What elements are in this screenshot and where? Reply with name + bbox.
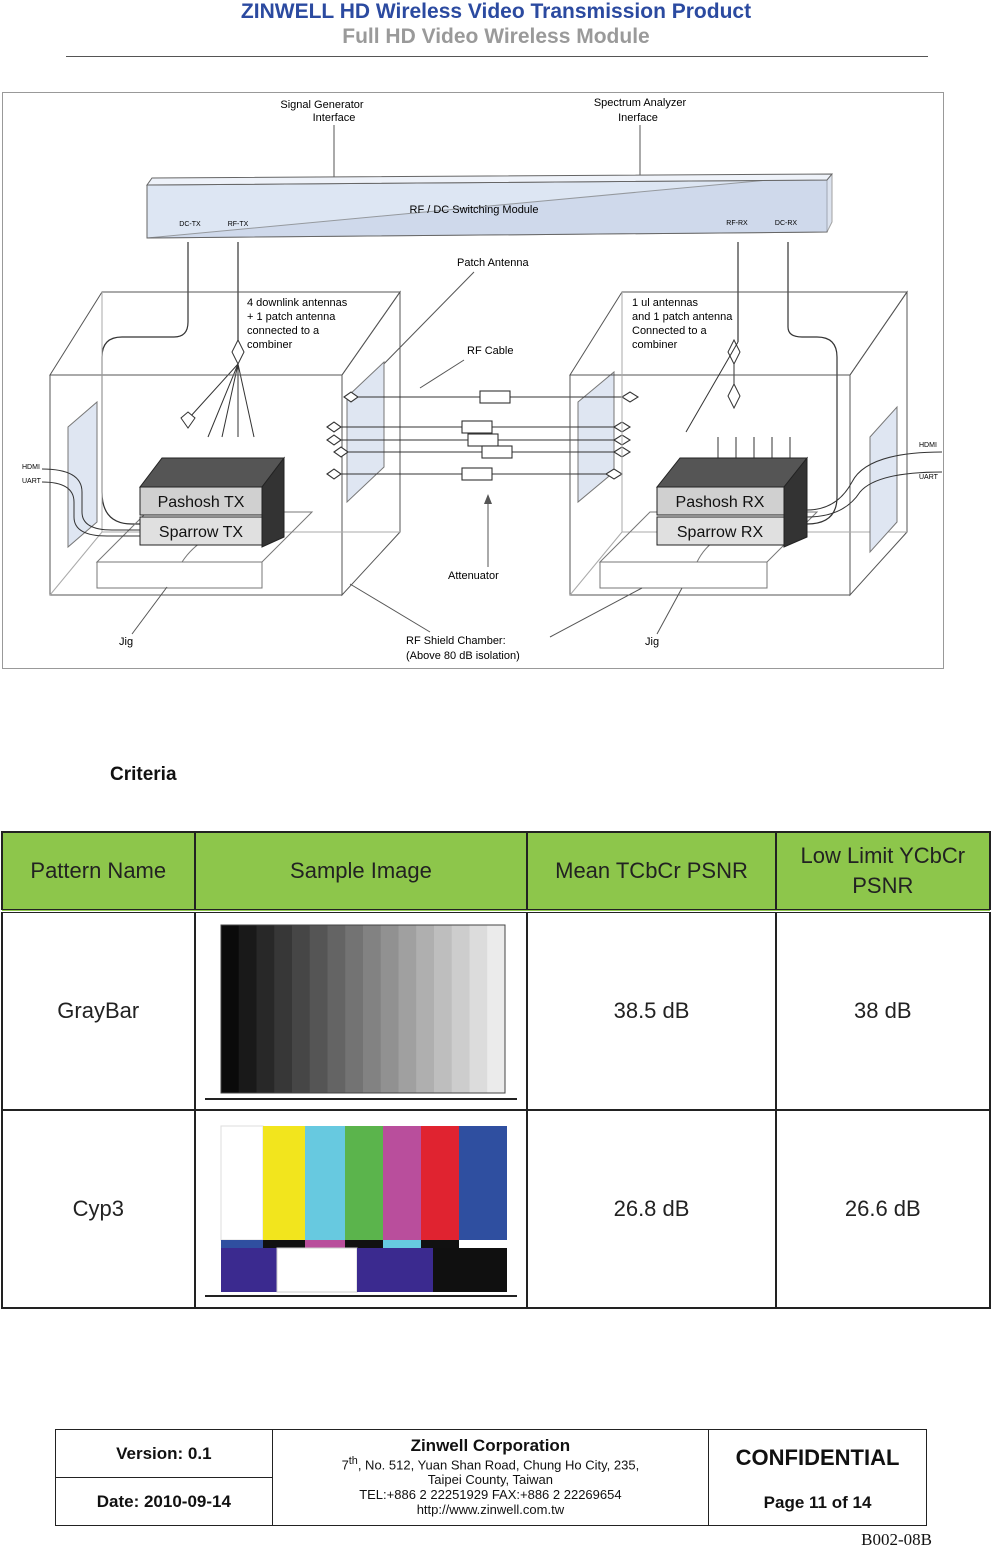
- gray-step: [220, 925, 240, 1093]
- cyp3-sample-image: [204, 1125, 517, 1297]
- signal-generator-label-1: Signal Generator: [280, 99, 363, 111]
- dc-rx-label: DC-RX: [775, 220, 797, 227]
- sparrow-rx-label: Sparrow RX: [677, 524, 764, 541]
- header-sample-image: Sample Image: [193, 831, 529, 913]
- spectrum-analyzer-label-1: Spectrum Analyzer: [594, 97, 687, 109]
- footer-address-line2: Taipei County, Taiwan: [427, 1472, 554, 1488]
- sample-image-cell: [193, 910, 529, 1111]
- gray-step: [256, 925, 275, 1093]
- pashosh-tx-label: Pashosh TX: [158, 494, 245, 511]
- sparrow-tx-label: Sparrow TX: [159, 524, 244, 541]
- rf-tx-label: RF-TX: [228, 221, 249, 228]
- page-number: Page 11 of 14: [763, 1492, 872, 1512]
- ul-note-3: Connected to a: [632, 325, 707, 337]
- sample-image-cell: [193, 1109, 529, 1309]
- footer-table: Version: 0.1 Zinwell Corporation 7th, No…: [55, 1429, 927, 1526]
- low-limit-cell: 38 dB: [774, 910, 992, 1111]
- gray-step: [469, 925, 488, 1093]
- footer-right-cell: CONFIDENTIAL Page 11 of 14: [708, 1429, 927, 1526]
- attenuator-label: Attenuator: [448, 570, 499, 582]
- gray-step: [309, 925, 328, 1093]
- footer-company-name: Zinwell Corporation: [410, 1435, 571, 1455]
- footer-phone: TEL:+886 2 22251929 FAX:+886 2 22269654: [359, 1487, 622, 1503]
- graybar-sample-image: [204, 924, 517, 1100]
- criteria-table: Pattern Name Sample Image Mean TCbCr PSN…: [1, 831, 992, 1309]
- header-divider: [66, 56, 928, 57]
- hdmi-left-label: HDMI: [22, 464, 40, 471]
- downlink-note-2: + 1 patch antenna: [247, 311, 336, 323]
- gray-step: [274, 925, 293, 1093]
- footer-address-num: 7: [341, 1457, 349, 1473]
- uart-right-label: UART: [919, 474, 939, 481]
- document-subtitle: Full HD Video Wireless Module: [342, 25, 650, 48]
- pattern-name-cell: Cyp3: [1, 1109, 196, 1309]
- gray-step: [433, 925, 453, 1093]
- rf-cable-label: RF Cable: [467, 345, 513, 357]
- table-row: Cyp3: [1, 1109, 992, 1309]
- gray-step: [416, 925, 435, 1093]
- mean-psnr-cell: 38.5 dB: [526, 910, 777, 1111]
- gray-step: [238, 925, 257, 1093]
- footer-url: http://www.zinwell.com.tw: [416, 1502, 565, 1518]
- signal-generator-label-2: Interface: [313, 112, 356, 124]
- gray-step: [345, 925, 364, 1093]
- footer-version: Version: 0.1: [55, 1429, 273, 1478]
- confidential-label: CONFIDENTIAL: [735, 1444, 900, 1470]
- footer-address-line1: , No. 512, Yuan Shan Road, Chung Ho City…: [357, 1457, 640, 1473]
- criteria-heading: Criteria: [110, 764, 177, 785]
- header-low-limit-line1: Low Limit YCbCr: [800, 843, 966, 868]
- footer-company-info: Zinwell Corporation 7th, No. 512, Yuan S…: [271, 1429, 710, 1526]
- pattern-name-cell: GrayBar: [1, 910, 196, 1111]
- gray-step: [362, 925, 382, 1093]
- test-setup-diagram: Signal Generator Interface Spectrum Anal…: [2, 92, 944, 669]
- header-pattern-name: Pattern Name: [1, 831, 196, 913]
- ul-note-2: and 1 patch antenna: [632, 311, 733, 323]
- uart-left-label: UART: [22, 478, 42, 485]
- header-low-limit: Low Limit YCbCr PSNR: [774, 831, 992, 913]
- ul-note-4: combiner: [632, 339, 678, 351]
- downlink-note-3: connected to a: [247, 325, 320, 337]
- gray-step: [327, 925, 346, 1093]
- jig-left-label: Jig: [119, 636, 133, 648]
- low-limit-cell: 26.6 dB: [774, 1109, 992, 1309]
- gray-step: [291, 925, 311, 1093]
- gray-step: [398, 925, 417, 1093]
- ul-note-1: 1 ul antennas: [632, 297, 699, 309]
- header-mean-psnr: Mean TCbCr PSNR: [526, 831, 777, 913]
- downlink-note-4: combiner: [247, 339, 293, 351]
- patch-antenna-label: Patch Antenna: [457, 257, 529, 269]
- pashosh-rx-label: Pashosh RX: [676, 494, 765, 511]
- shield-chamber-label-2: (Above 80 dB isolation): [406, 650, 520, 662]
- rf-rx-label: RF-RX: [726, 220, 748, 227]
- gray-step: [451, 925, 470, 1093]
- document-title: ZINWELL HD Wireless Video Transmission P…: [240, 0, 752, 23]
- switching-module-label: RF / DC Switching Module: [410, 204, 539, 216]
- footer-address-sup: th: [348, 1454, 358, 1467]
- table-row: GrayBar 38.5 dB 38 dB: [1, 910, 992, 1111]
- gray-step: [487, 925, 506, 1093]
- shield-chamber-label-1: RF Shield Chamber:: [406, 635, 506, 647]
- header-low-limit-line2: PSNR: [852, 873, 914, 898]
- spectrum-analyzer-label-2: Inerface: [618, 112, 658, 124]
- document-code: B002-08B: [861, 1530, 932, 1549]
- footer-date: Date: 2010-09-14: [55, 1477, 273, 1526]
- hdmi-right-label: HDMI: [919, 442, 937, 449]
- downlink-note-1: 4 downlink antennas: [247, 297, 348, 309]
- dc-tx-label: DC-TX: [179, 221, 201, 228]
- mean-psnr-cell: 26.8 dB: [526, 1109, 777, 1309]
- criteria-header-row: Pattern Name Sample Image Mean TCbCr PSN…: [1, 831, 992, 913]
- gray-step: [380, 925, 399, 1093]
- jig-right-label: Jig: [645, 636, 659, 648]
